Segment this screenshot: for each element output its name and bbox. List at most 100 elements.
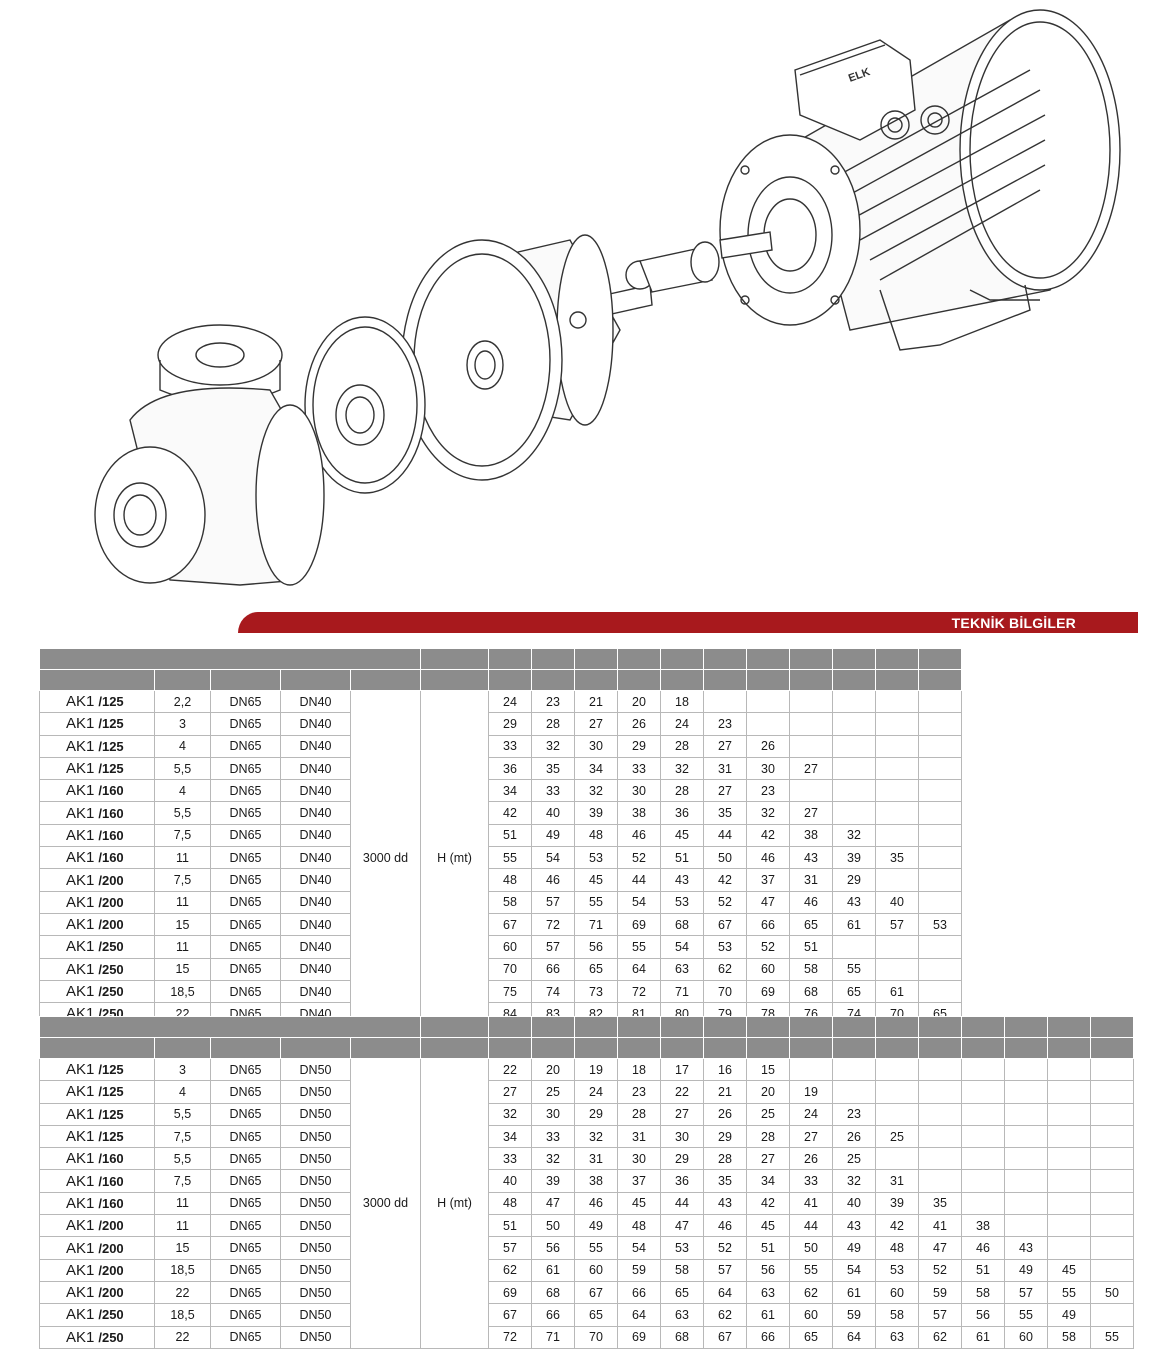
head-value: 62	[488, 1258, 532, 1282]
head-value: 42	[488, 801, 532, 825]
head-value	[961, 1080, 1005, 1104]
head-value: 22	[488, 1057, 532, 1082]
model-size: /200	[98, 894, 124, 910]
head-value: 69	[746, 979, 790, 1004]
head-value: 28	[660, 779, 704, 803]
model-cell: AK1/125	[39, 689, 155, 714]
head-value	[875, 734, 919, 758]
head-value	[1090, 1147, 1134, 1171]
head-value: 55	[488, 846, 532, 870]
head-value: 55	[832, 957, 876, 981]
head-value	[1004, 1169, 1048, 1193]
head-value	[1090, 1169, 1134, 1193]
giris-cell: DN65	[210, 1325, 281, 1349]
cikis-cell: DN50	[280, 1147, 351, 1171]
head-value: 53	[918, 912, 962, 937]
lps-value	[875, 648, 919, 670]
head-value: 31	[789, 868, 833, 892]
model-series: AK1	[66, 737, 95, 755]
head-value: 17	[660, 1057, 704, 1082]
head-value: 57	[531, 890, 575, 914]
giris-cell: DN65	[210, 1147, 281, 1171]
head-value: 26	[832, 1124, 876, 1149]
head-value: 51	[660, 846, 704, 870]
head-value	[875, 1080, 919, 1104]
model-cell: AK1/250	[39, 1325, 155, 1349]
lps-value	[703, 1016, 747, 1038]
head-value: 70	[703, 979, 747, 1004]
head-value	[961, 1147, 1005, 1171]
head-value: 62	[703, 957, 747, 981]
cikis-cell: DN50	[280, 1057, 351, 1082]
head-value: 60	[875, 1280, 919, 1305]
head-value: 52	[746, 935, 790, 959]
giris-cell: DN65	[210, 689, 281, 714]
cikis-cell: DN50	[280, 1080, 351, 1104]
model-series: AK1	[66, 1128, 95, 1146]
cikis-cell: DN50	[280, 1236, 351, 1260]
head-value: 47	[660, 1214, 704, 1238]
model-cell: AK1/160	[39, 1191, 155, 1216]
head-value: 58	[488, 890, 532, 914]
head-value	[1090, 1080, 1134, 1104]
col-model-header	[39, 669, 155, 691]
head-cell: H (mt)	[420, 689, 489, 1026]
head-value: 30	[660, 1124, 704, 1149]
head-value	[1004, 1191, 1048, 1216]
head-value: 49	[832, 1236, 876, 1260]
lps-value	[488, 1016, 532, 1038]
head-value: 28	[746, 1124, 790, 1149]
head-value: 48	[574, 823, 618, 848]
head-value	[1090, 1214, 1134, 1238]
head-value: 72	[488, 1325, 532, 1349]
model-size: /125	[98, 1129, 124, 1145]
giris-cell: DN65	[210, 957, 281, 981]
cikis-cell: DN40	[280, 801, 351, 825]
head-value: 51	[488, 823, 532, 848]
kw-cell: 11	[154, 1191, 211, 1216]
head-value: 48	[488, 868, 532, 892]
m3h-value	[617, 669, 661, 691]
head-value	[918, 868, 962, 892]
model-size: /160	[98, 1195, 124, 1211]
cikis-cell: DN40	[280, 912, 351, 937]
head-value: 31	[574, 1147, 618, 1171]
m3h-value	[488, 1037, 532, 1059]
head-value	[789, 734, 833, 758]
model-cell: AK1/160	[39, 823, 155, 848]
head-value: 34	[488, 779, 532, 803]
head-value: 55	[789, 1258, 833, 1282]
head-value	[832, 712, 876, 736]
cikis-cell: DN50	[280, 1124, 351, 1149]
head-value: 53	[660, 890, 704, 914]
head-value: 45	[660, 823, 704, 848]
head-value: 63	[660, 1303, 704, 1327]
head-value: 42	[875, 1214, 919, 1238]
m3h-value	[832, 669, 876, 691]
head-value	[875, 1057, 919, 1082]
model-series: AK1	[66, 1261, 95, 1279]
model-size: /200	[98, 917, 124, 933]
head-value: 53	[703, 935, 747, 959]
head-value: 25	[832, 1147, 876, 1171]
head-value	[1090, 1258, 1134, 1282]
kw-cell: 5,5	[154, 801, 211, 825]
head-value: 39	[832, 846, 876, 870]
kw-cell: 5,5	[154, 756, 211, 781]
head-value: 27	[703, 779, 747, 803]
lps-value	[1004, 1016, 1048, 1038]
giris-cell: DN65	[210, 979, 281, 1004]
giris-cell: DN65	[210, 1124, 281, 1149]
head-value: 60	[1004, 1325, 1048, 1349]
head-value: 60	[488, 935, 532, 959]
cikis-cell: DN40	[280, 689, 351, 714]
head-value: 36	[488, 756, 532, 781]
head-value: 55	[617, 935, 661, 959]
model-cell: AK1/125	[39, 1124, 155, 1149]
head-value: 41	[918, 1214, 962, 1238]
model-series: AK1	[66, 1284, 95, 1302]
model-size: /250	[98, 1307, 124, 1323]
head-value: 56	[574, 935, 618, 959]
